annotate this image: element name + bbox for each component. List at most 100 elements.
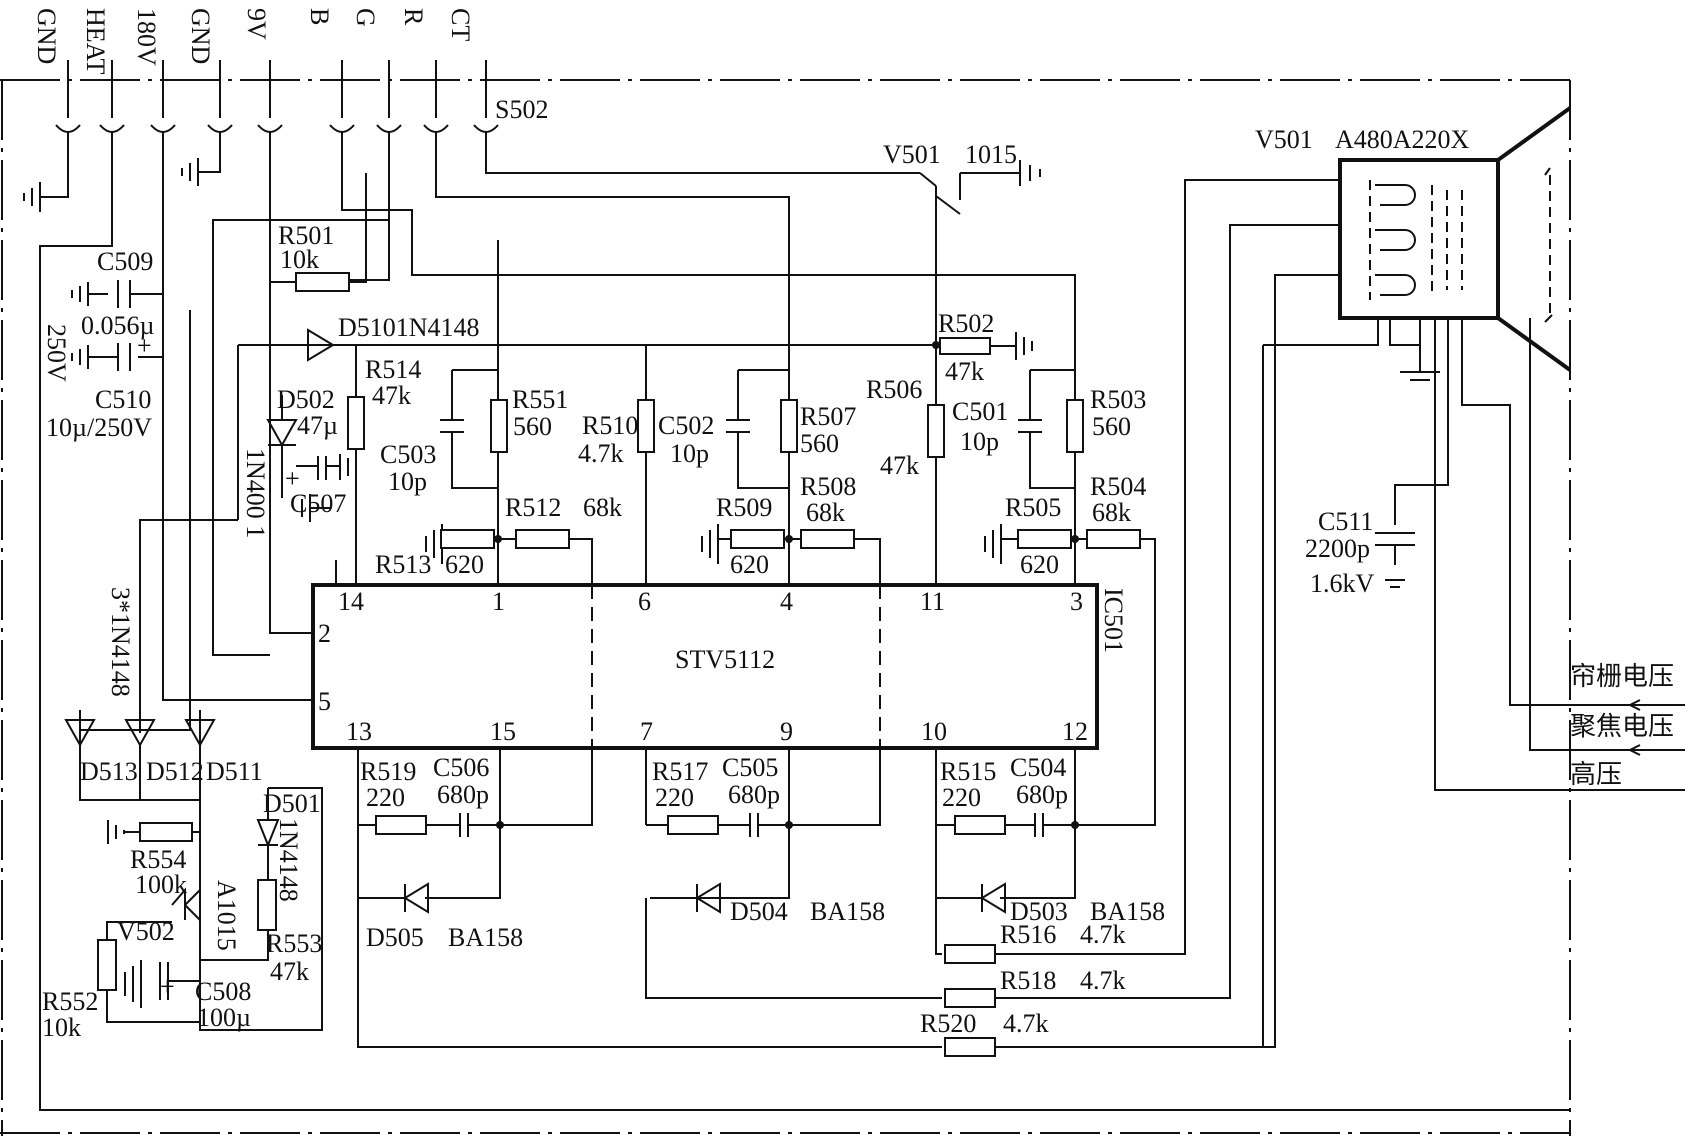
svg-text:R505: R505 [1005,493,1061,522]
svg-text:2200p: 2200p [1305,534,1370,563]
resistor-r552 [97,939,117,991]
svg-text:13: 13 [346,717,372,746]
svg-text:R553: R553 [266,929,322,958]
resistor-r502 [939,337,991,355]
svg-text:BA158: BA158 [448,923,523,952]
svg-text:10k: 10k [42,1013,81,1042]
svg-text:R507: R507 [800,402,856,431]
resistor-r510 [637,399,655,453]
svg-text:R552: R552 [42,987,98,1016]
svg-text:5: 5 [318,687,331,716]
resistor-r507 [780,399,798,453]
svg-text:12: 12 [1062,717,1088,746]
label-screen-voltage: 帘栅电压 [1570,662,1674,692]
svg-text:100k: 100k [135,870,187,899]
right-labels: 帘栅电压 聚焦电压 高压 [1570,662,1685,791]
svg-text:C502: C502 [658,411,714,440]
svg-text:C506: C506 [433,753,489,782]
v501-part: 1015 [965,140,1017,169]
resistor-r519 [375,815,427,835]
svg-text:2: 2 [318,619,331,648]
resistor-r515 [954,815,1006,835]
svg-text:4.7k: 4.7k [1003,1009,1049,1038]
svg-text:V501: V501 [1255,125,1313,154]
connector-pin-heat: HEAT [81,8,110,75]
feedback-row: R513 620 R512 68k R509 620 R508 68k R505… [375,472,1156,826]
svg-text:6: 6 [638,587,651,616]
label-high-voltage: 高压 [1570,760,1622,790]
resistor-r512 [515,529,570,549]
resistor-r509 [730,529,785,549]
svg-text:47k: 47k [945,357,984,386]
resistor-r506 [927,404,945,458]
svg-text:4: 4 [780,587,793,616]
svg-text:R516: R516 [1000,920,1056,949]
svg-text:R501: R501 [278,221,334,250]
v501-ref: V501 [883,140,941,169]
svg-text:560: 560 [800,429,839,458]
svg-text:C510: C510 [95,385,151,414]
svg-text:10p: 10p [670,439,709,468]
svg-text:C508: C508 [195,977,251,1006]
svg-text:620: 620 [445,550,484,579]
svg-text:C509: C509 [97,247,153,276]
svg-text:R504: R504 [1090,472,1146,501]
ic-stv5112: STV5112 IC501 14 1 6 4 11 3 2 5 13 15 7 … [311,540,1128,750]
svg-text:D5101N4148: D5101N4148 [338,313,480,342]
svg-text:R503: R503 [1090,385,1146,414]
connector-pin-180v: 180V [132,8,161,66]
svg-text:68k: 68k [583,493,622,522]
svg-text:R506: R506 [866,375,922,404]
svg-text:R551: R551 [512,385,568,414]
svg-text:C505: C505 [722,753,778,782]
svg-text:47k: 47k [270,957,309,986]
svg-text:560: 560 [513,412,552,441]
svg-text:620: 620 [730,550,769,579]
resistor-r551 [490,399,508,453]
label-focus-voltage: 聚焦电压 [1570,712,1674,742]
svg-text:1N4148: 1N4148 [274,818,303,902]
svg-text:A1015: A1015 [212,880,241,951]
ic-ref: IC501 [1099,588,1128,653]
svg-text:4.7k: 4.7k [1080,920,1126,949]
svg-text:R510: R510 [582,411,638,440]
svg-text:4.7k: 4.7k [578,439,624,468]
svg-text:47µ: 47µ [297,411,338,440]
svg-text:R512: R512 [505,493,561,522]
svg-text:4.7k: 4.7k [1080,966,1126,995]
resistor-r516 [944,944,996,964]
svg-text:47k: 47k [880,451,919,480]
svg-text:10p: 10p [960,427,999,456]
wiring [23,132,1570,1111]
resistor-r520 [944,1037,996,1057]
resistor-r504 [1086,529,1141,549]
resistor-r517 [667,815,719,835]
connector-pin-9v: 9V [242,8,271,40]
svg-text:BA158: BA158 [1090,897,1165,926]
svg-text:D502: D502 [277,385,335,414]
svg-text:C507: C507 [290,489,346,518]
svg-text:14: 14 [338,587,364,616]
svg-text:11: 11 [920,587,945,616]
svg-text:100µ: 100µ [197,1003,251,1032]
ic-part: STV5112 [675,645,775,674]
svg-text:A480A220X: A480A220X [1335,125,1470,154]
svg-text:68k: 68k [1092,498,1131,527]
ground-symbol [23,182,41,212]
svg-text:7: 7 [640,717,653,746]
resistor-r518 [944,988,996,1008]
output-stage: R519 220 C506 680p D505 BA158 R517 220 C… [357,179,1340,1057]
svg-text:10k: 10k [280,245,319,274]
svg-text:V502: V502 [117,917,175,946]
svg-text:1N400 1: 1N400 1 [241,448,270,538]
connector-pin-g: G [351,8,380,27]
svg-text:R520: R520 [920,1009,976,1038]
transistor-v501: V501 1015 [883,140,1041,585]
svg-text:220: 220 [942,783,981,812]
svg-text:10: 10 [921,717,947,746]
resistor-r553 [257,879,277,931]
svg-text:BA158: BA158 [810,897,885,926]
resistor-r514 [347,396,365,450]
svg-text:D505: D505 [366,923,424,952]
